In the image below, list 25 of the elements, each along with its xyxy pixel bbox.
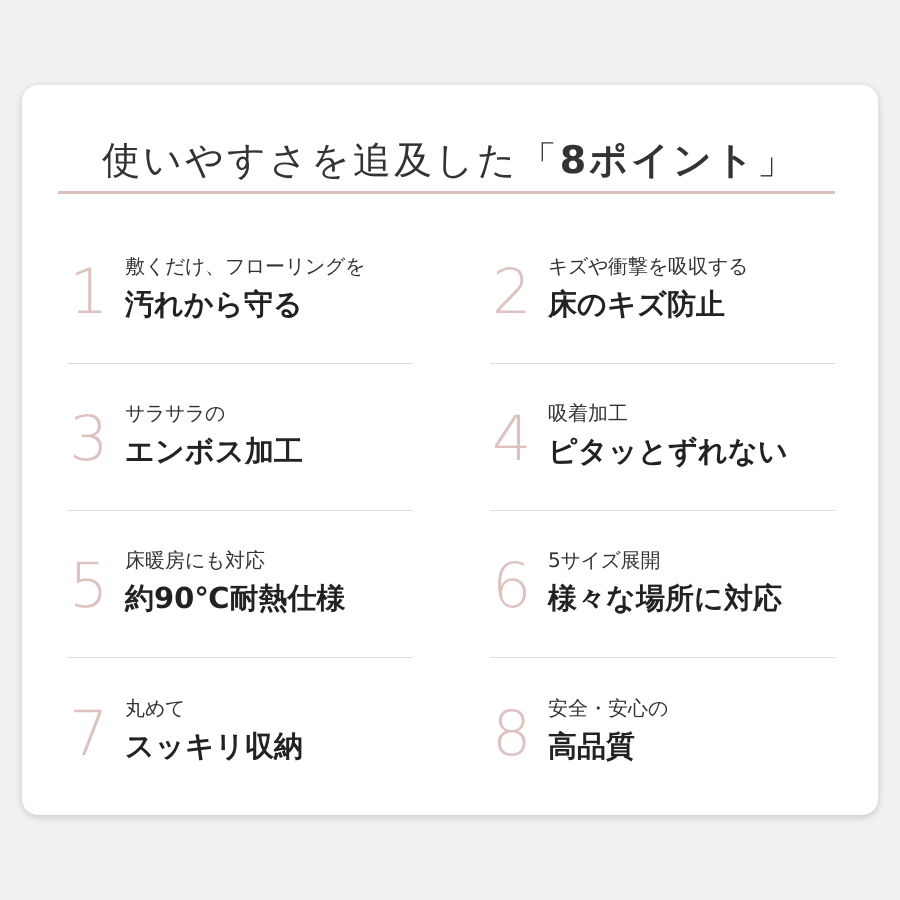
point-subtitle: 丸めて [125, 695, 185, 722]
point-subtitle: サラサラの [125, 400, 225, 427]
point-subtitle: キズや衝撃を吸収する [548, 253, 748, 280]
point-subtitle: 5サイズ展開 [548, 547, 661, 574]
point-heading: スッキリ収納 [125, 728, 303, 765]
point-heading: 汚れから守る [125, 286, 303, 323]
point-number: 3 [69, 408, 108, 470]
point-heading: 高品質 [548, 728, 635, 765]
point-heading: 約90℃耐熱仕様 [125, 580, 346, 617]
point-number: 7 [69, 703, 108, 765]
point-number: 8 [492, 703, 532, 765]
point-heading: ピタッとずれない [548, 433, 788, 470]
point-number: 5 [69, 555, 108, 617]
point-subtitle: 敷くだけ、フローリングを [125, 253, 365, 280]
point-number: 1 [69, 261, 108, 323]
point-number: 4 [492, 408, 532, 470]
point-subtitle: 安全・安心の [548, 695, 668, 722]
point-number: 6 [492, 555, 532, 617]
point-heading: 床のキズ防止 [548, 286, 725, 323]
point-heading: エンボス加工 [125, 433, 303, 470]
point-subtitle: 床暖房にも対応 [125, 547, 265, 574]
title: 使いやすさを追及した「8ポイント」 [100, 137, 800, 184]
point-number: 2 [492, 261, 532, 323]
point-heading: 様々な場所に対応 [548, 580, 782, 617]
point-subtitle: 吸着加工 [548, 400, 628, 427]
